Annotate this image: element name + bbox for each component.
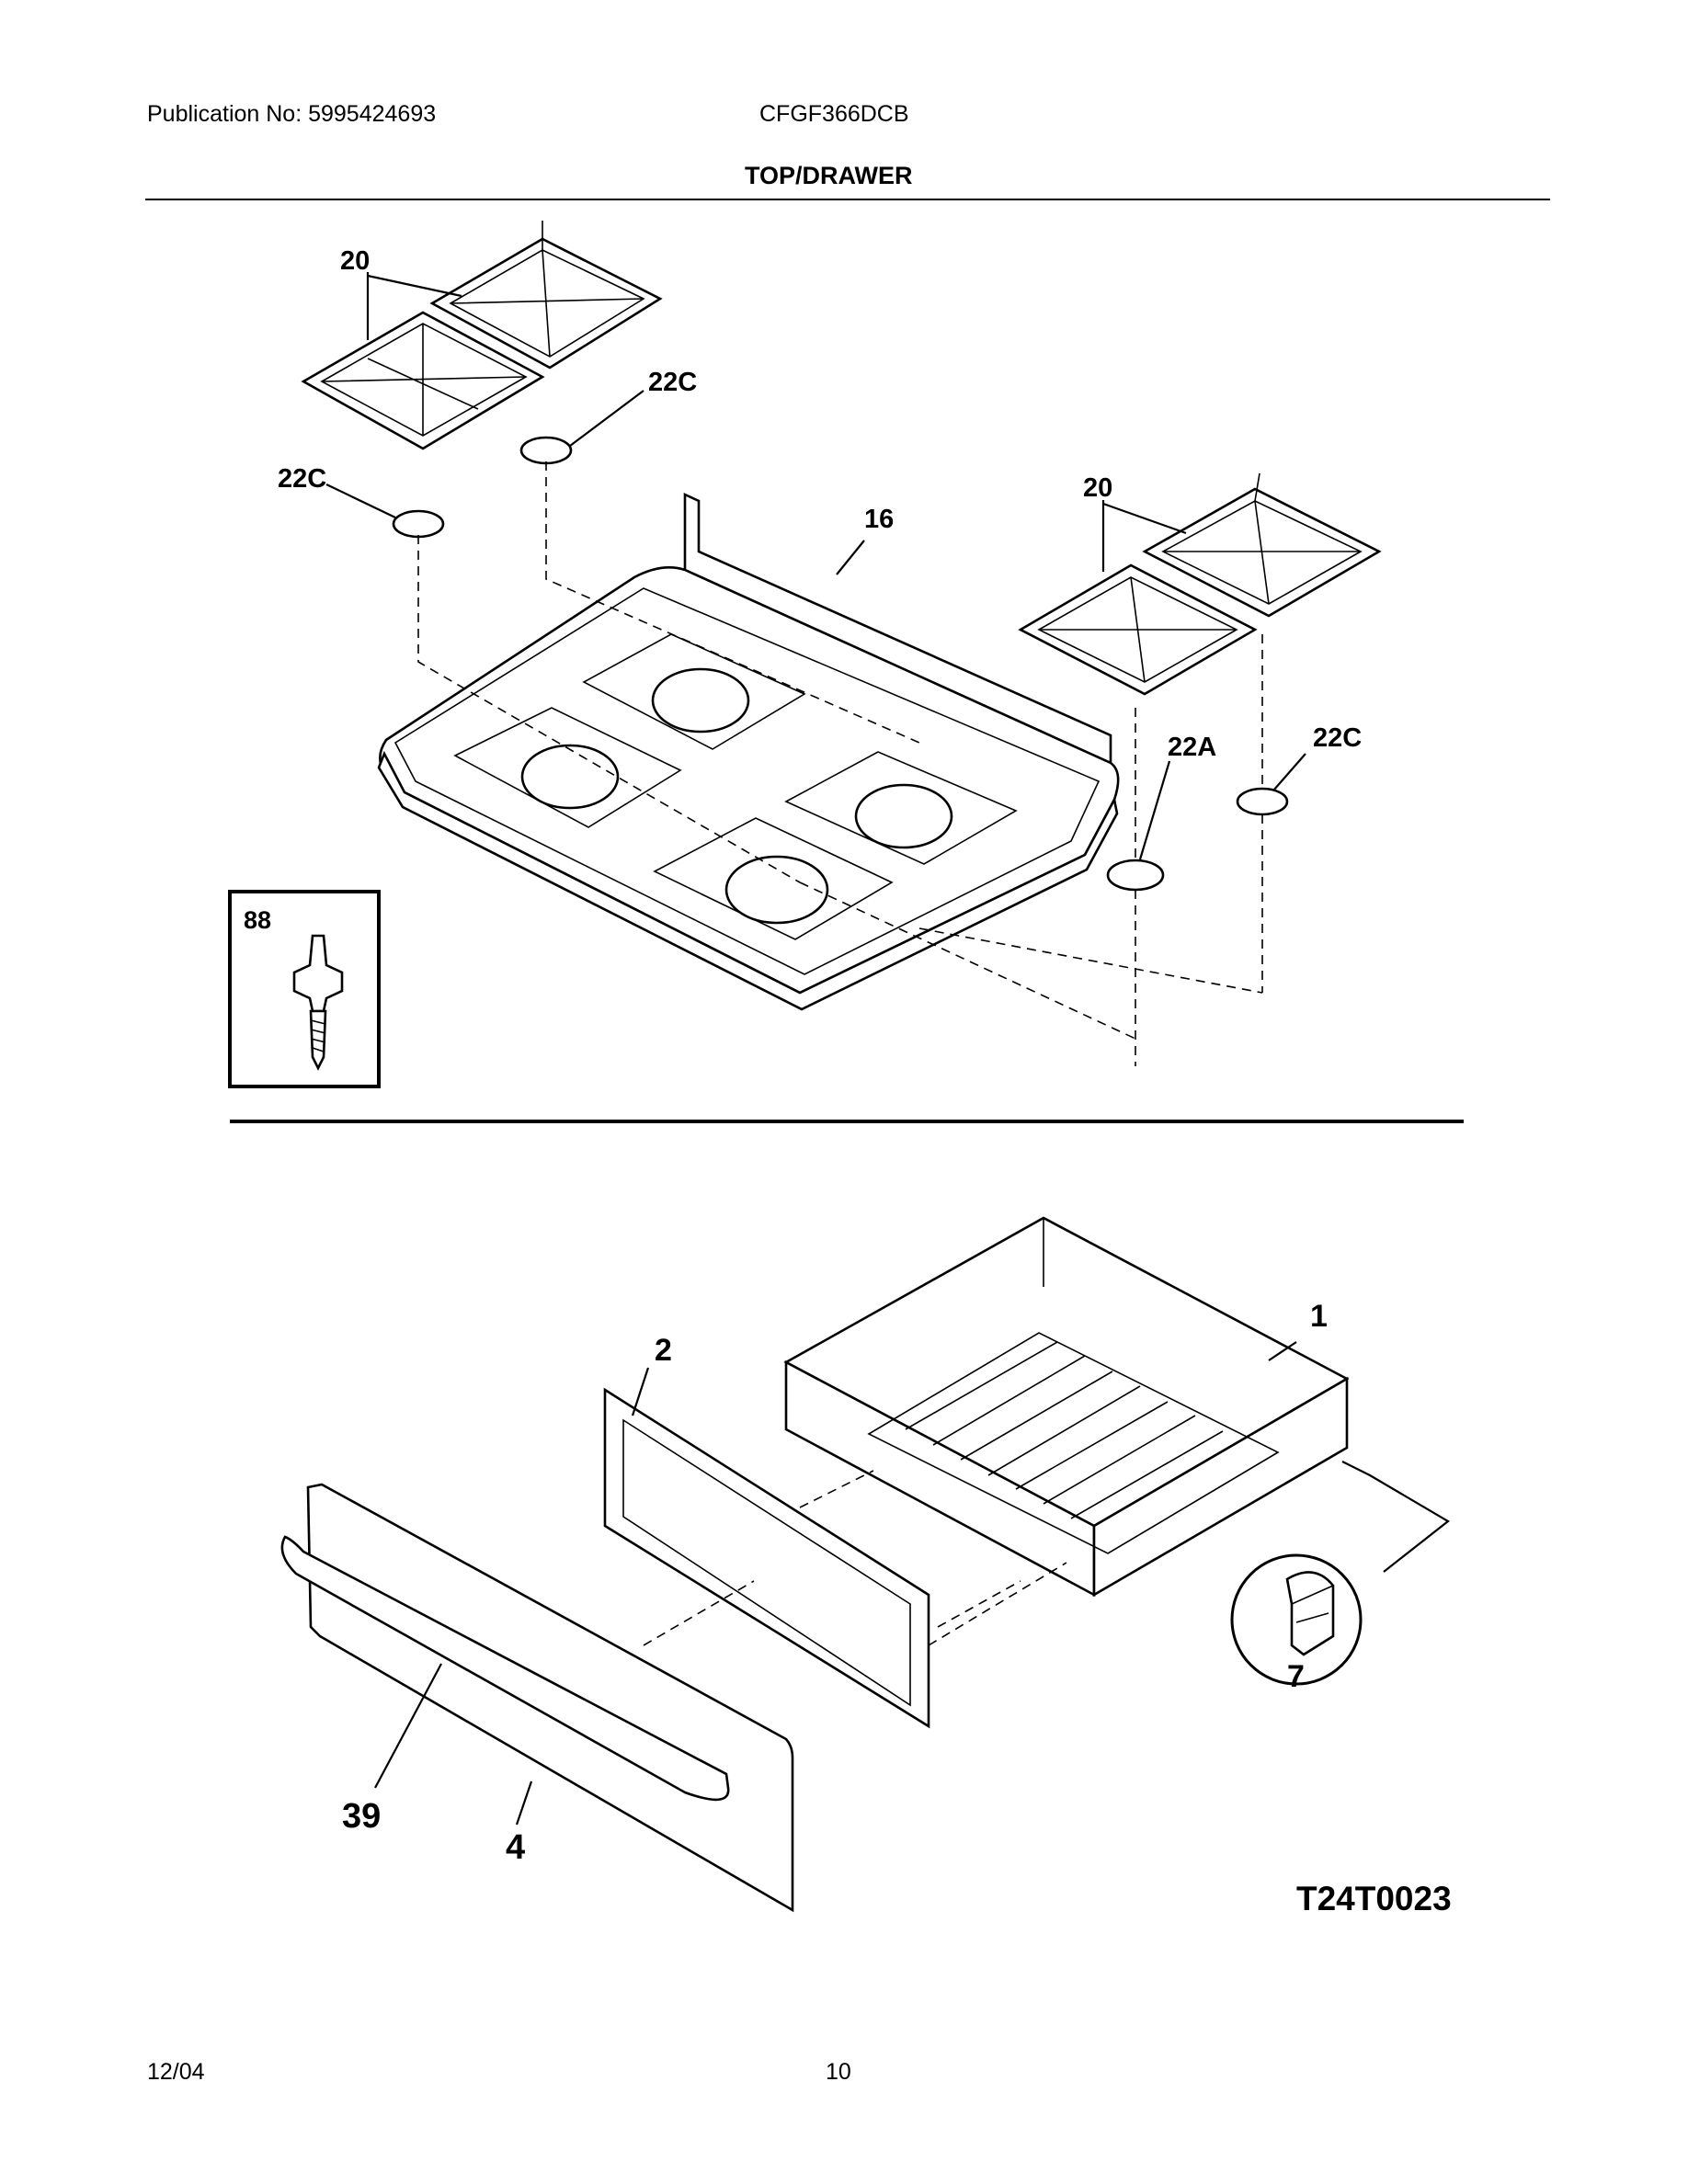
- grate-left-illustration: [301, 221, 663, 450]
- callout-grate-right: 20: [1083, 473, 1112, 503]
- drawer-clip-inset: [1230, 1461, 1450, 1686]
- drawer-front-illustration: [280, 1483, 794, 1913]
- screw-inset: [228, 890, 381, 1088]
- callout-drawer-clip: 7: [1287, 1659, 1305, 1694]
- callout-cooktop: 16: [864, 505, 894, 534]
- assembly-lines-bottom: [643, 1470, 1067, 1646]
- assembly-lines-top: [417, 461, 1263, 1066]
- callout-foot-upper: 22C: [648, 368, 697, 397]
- callout-drawer-handle: 39: [342, 1797, 381, 1836]
- cooktop-illustration: [377, 492, 1120, 1011]
- callout-foot-right: 22C: [1313, 723, 1362, 753]
- callout-drawer-body: 1: [1310, 1299, 1328, 1334]
- callout-drawer-panel: 2: [655, 1333, 672, 1368]
- section-divider: [230, 1120, 1464, 1123]
- page-number: 10: [826, 2059, 851, 2085]
- footer-date: 12/04: [147, 2059, 205, 2085]
- leader-lines-bottom: [374, 1341, 1297, 1826]
- drawer-body-illustration: [783, 1216, 1350, 1598]
- callout-foot-front: 22A: [1168, 733, 1216, 762]
- callout-drawer-front: 4: [506, 1828, 525, 1867]
- callout-grate-left: 20: [340, 246, 370, 276]
- publication-number: Publication No: 5995424693: [147, 101, 437, 127]
- callout-screw: 88: [244, 906, 271, 934]
- diagram-code: T24T0023: [1296, 1880, 1452, 1917]
- section-title: TOP/DRAWER: [745, 162, 913, 189]
- model-number: CFGF366DCB: [759, 101, 909, 127]
- callout-foot-left: 22C: [278, 464, 326, 494]
- grate-right-illustration: [1018, 472, 1382, 696]
- header-divider: [145, 199, 1550, 200]
- drawer-panel-illustration: [603, 1387, 930, 1729]
- leader-lines-top: [325, 272, 1306, 860]
